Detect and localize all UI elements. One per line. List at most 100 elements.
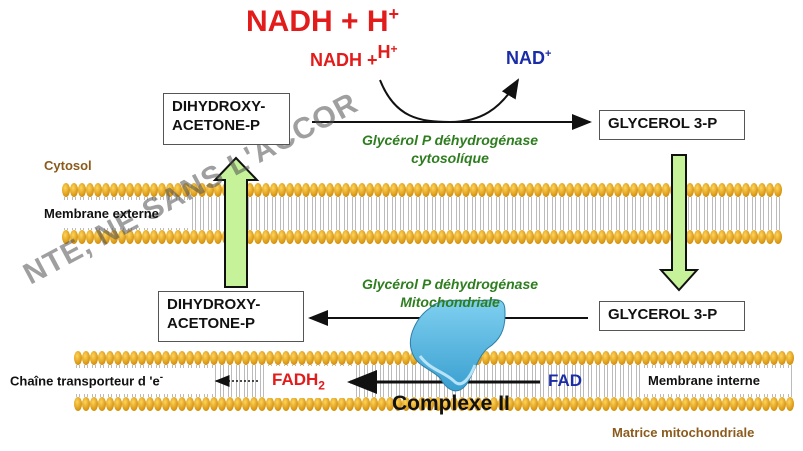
lipid-head [550,230,558,244]
lipid-head [338,351,346,365]
lipid-head [506,397,514,411]
lipid-head [98,351,106,365]
lipid-head [134,183,142,197]
lipid-head [754,397,762,411]
lipid-head [138,397,146,411]
lipid-head [690,351,698,365]
lipid-head [354,397,362,411]
lipid-head [390,230,398,244]
fad-label: FAD [548,371,582,390]
lipid-head [602,351,610,365]
lipid-head [462,230,470,244]
lipid-head [770,351,778,365]
lipid-head [370,397,378,411]
lipid-head [510,183,518,197]
lipid-head [366,230,374,244]
lipid-head [178,351,186,365]
lipid-head [122,397,130,411]
lipid-head [218,351,226,365]
lipid-head [146,397,154,411]
lipid-head [414,230,422,244]
lipid-head [350,230,358,244]
lipid-head [598,183,606,197]
cofactor-nad-sup: + [545,48,552,60]
lipid-head [142,230,150,244]
lipid-head [374,230,382,244]
lipid-head [502,230,510,244]
lipid-head [542,183,550,197]
lipid-head [570,351,578,365]
lipid-head [558,183,566,197]
lipid-head [330,397,338,411]
lipid-head [158,230,166,244]
title-nadh-text: NADH + H [246,5,389,38]
lipid-head [266,351,274,365]
lipid-head [442,397,450,411]
lipid-head [586,351,594,365]
lipid-head [578,397,586,411]
lipid-head [446,230,454,244]
lipid-head [302,183,310,197]
cytosolic-enzyme-line2: cytosolíque [411,150,489,166]
mito-enzyme-line2: Mitochondriale [400,294,500,310]
lipid-head [710,183,718,197]
lipid-head [534,230,542,244]
lipid-head [518,230,526,244]
electron-chain-label: Chaîne transporteur d 'e- [10,372,163,388]
lipid-head [154,397,162,411]
lipid-head [358,183,366,197]
lipid-head [194,351,202,365]
lipid-head [62,183,70,197]
lipid-head [182,183,190,197]
cofactor-nad: NAD+ [506,48,551,69]
lipid-head [434,397,442,411]
lipid-head [266,397,274,411]
lipid-head [170,397,178,411]
lipid-head [350,183,358,197]
lipid-head [450,397,458,411]
lipid-head [650,397,658,411]
cofactor-nadh-text: NADH + [310,50,378,70]
lipid-head [250,397,258,411]
chain-label-bg [8,368,213,394]
inner-membrane-label-bg [640,368,790,394]
lipid-head [446,183,454,197]
cytosolic-enzyme-line1: Glycérol P déhydrogénase [361,132,539,148]
lipid-head [102,230,110,244]
lipid-head [478,230,486,244]
lipid-head [86,183,94,197]
lipid-head [90,397,98,411]
lipid-head [482,351,490,365]
lipid-head [558,230,566,244]
lipid-head [694,230,702,244]
mito-enzyme-label: Glycérol P déhydrogénase Mitochondriale [325,275,575,311]
lipid-head [282,397,290,411]
lipid-head [318,183,326,197]
lipid-head [310,230,318,244]
lipid-head [182,230,190,244]
lipid-head [682,397,690,411]
dhap-mito-line2: ACETONE-P [167,315,256,332]
lipid-head [586,397,594,411]
outer-membrane-bilayer [62,183,782,244]
lipid-head [314,397,322,411]
lipid-head [746,397,754,411]
lipid-head [226,397,234,411]
lipid-head [486,183,494,197]
lipid-head [638,230,646,244]
lipid-head [394,351,402,365]
lipid-head [538,351,546,365]
lipid-head [278,183,286,197]
lipid-head [90,351,98,365]
lipid-head [306,351,314,365]
lipid-head [590,230,598,244]
lipid-head [146,351,154,365]
lipid-head [546,351,554,365]
title-nadh-sup: + [388,4,400,24]
lipid-head [714,397,722,411]
fadh2-label: FADH2 [272,370,325,392]
lipid-head [522,397,530,411]
dhap-mito-line1: DIHYDROXY- [167,296,261,313]
lipid-head [334,183,342,197]
lipid-head [614,183,622,197]
